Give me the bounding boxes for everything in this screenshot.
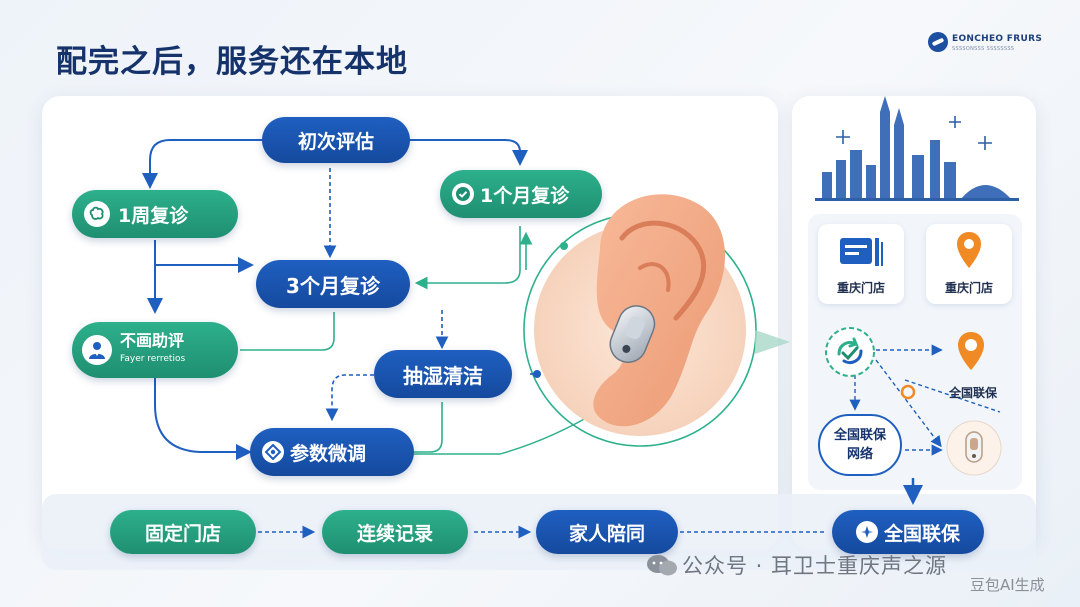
ear-antihelix xyxy=(638,262,671,292)
edge-assessment-to-tuning xyxy=(154,375,252,460)
ai-generated-tag: 豆包AI生成 xyxy=(970,576,1045,594)
node-month3-followup-label: 3个月复诊 xyxy=(286,273,380,298)
node-assessment-sublabel: Fayer rerretios xyxy=(120,354,186,364)
node-assessment: 不画助评 Fayer rerretios xyxy=(72,322,238,378)
store-card-a: 重庆门店 xyxy=(818,224,904,304)
edge-month1-to-month3 xyxy=(414,226,521,290)
node-week1-followup-label: 1周复诊 xyxy=(118,204,189,227)
check-circle-icon xyxy=(452,183,474,205)
brand-logo-name: EONCHEO FRURS xyxy=(952,34,1043,44)
node-dehumidify-cleaning: 抽湿清洁 xyxy=(374,350,512,398)
node-assessment-label: 不画助评 xyxy=(120,331,185,350)
brand-logo-subtitle: SSSSONSSS SSSSSSSS xyxy=(952,46,1015,52)
edge-initial-to-week1 xyxy=(142,139,262,189)
ear-helix xyxy=(619,220,707,321)
chain-family-accompany-label: 家人陪同 xyxy=(568,522,645,545)
location-pin-icon xyxy=(957,232,981,268)
chain-continuous-record-label: 连续记录 xyxy=(356,522,433,545)
sync-refresh-icon xyxy=(825,327,875,377)
doctor-avatar-icon xyxy=(82,335,112,365)
sparkle-icons xyxy=(836,116,992,150)
earbud-icon xyxy=(609,305,656,364)
node-dehumidify-cleaning-label: 抽湿清洁 xyxy=(403,363,483,388)
panel-link-arrow xyxy=(755,330,790,354)
network-hub-icon xyxy=(900,384,916,400)
node-parameter-tuning: 参数微调 xyxy=(250,428,414,476)
page-title: 配完之后，服务还在本地 xyxy=(56,44,408,80)
node-week1-followup: 1周复诊 xyxy=(72,190,238,238)
network-line1: 全国联保 xyxy=(833,428,886,443)
chain-national-warranty: 全国联保 xyxy=(832,510,984,554)
ear-node-top xyxy=(560,242,568,250)
network-line2: 网络 xyxy=(846,447,873,462)
node-initial-assessment: 初次评估 xyxy=(262,117,410,163)
edge-tuning-to-cleaning xyxy=(414,402,443,453)
node-month1-followup: 1个月复诊 xyxy=(440,170,602,218)
store-sign-icon xyxy=(840,238,883,266)
node-month1-followup-label: 1个月复诊 xyxy=(480,184,570,207)
city-skyline-icon xyxy=(815,96,1019,201)
chain-family-accompany: 家人陪同 xyxy=(536,510,678,554)
node-parameter-tuning-label: 参数微调 xyxy=(290,442,367,465)
edge-assessment-to-month3 xyxy=(240,312,335,351)
chain-fixed-store-label: 固定门店 xyxy=(144,522,221,545)
location-diamond-icon xyxy=(262,441,284,463)
warranty-label: 全国联保 xyxy=(948,386,997,400)
store-card-a-label: 重庆门店 xyxy=(836,281,885,295)
national-network-node: 全国联保 网络 xyxy=(818,414,902,476)
chain-continuous-record: 连续记录 xyxy=(322,510,468,554)
source-watermark: 公众号 · 耳卫士重庆声之源 xyxy=(682,554,948,578)
store-card-b-label: 重庆门店 xyxy=(944,281,993,295)
brand-logo: EONCHEO FRURS SSSSONSSS SSSSSSSS xyxy=(928,32,1048,56)
node-month3-followup: 3个月复诊 xyxy=(256,260,410,308)
chain-fixed-store: 固定门店 xyxy=(110,510,256,554)
wechat-icon xyxy=(647,555,677,576)
chain-national-warranty-label: 全国联保 xyxy=(883,522,960,545)
edge-cleaning-to-tuning xyxy=(325,374,374,422)
compass-icon xyxy=(855,521,878,543)
brain-icon xyxy=(84,201,110,227)
store-card-b: 重庆门店 xyxy=(926,224,1012,304)
hearing-aid-icon xyxy=(946,420,1002,476)
edge-initial-to-month1 xyxy=(380,139,528,166)
brand-logo-icon xyxy=(928,32,948,52)
warranty-pin-icon xyxy=(958,332,984,370)
node-initial-assessment-label: 初次评估 xyxy=(297,130,374,153)
ear-shape xyxy=(593,194,725,427)
